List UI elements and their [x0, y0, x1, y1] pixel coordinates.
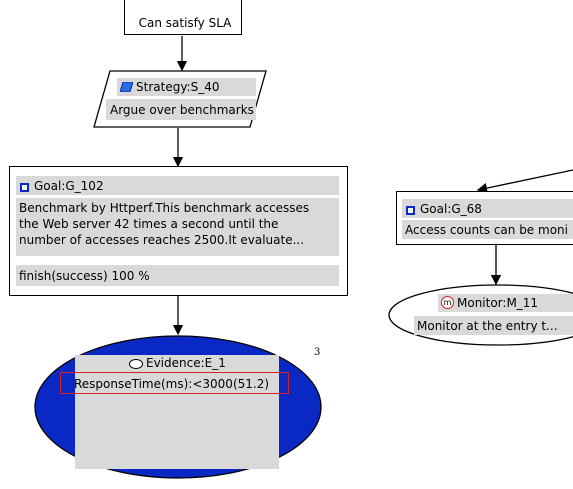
evidence-node[interactable]: Evidence:E_1 ResponseTime(ms):<3000(51.2…: [33, 334, 323, 480]
goal68-header: [402, 199, 573, 218]
goal102-title: Goal:G_102: [34, 179, 104, 193]
goal-square-icon: [20, 180, 32, 194]
goal102-body-bg: [16, 198, 339, 256]
evidence-title: Evidence:E_1: [146, 356, 226, 370]
goal102-status-bg: [16, 265, 339, 286]
sla-text: Can satisfy SLA: [138, 16, 232, 30]
evidence-oval-icon: [129, 359, 143, 369]
monitor-node[interactable]: m Monitor:M_11 Monitor at the entry t...: [388, 284, 573, 346]
evidence-badge: 3: [314, 347, 321, 358]
monitor-title: Monitor:M_11: [457, 296, 539, 310]
goal-node-g68[interactable]: Goal:G_68 Access counts can be moni: [396, 191, 573, 245]
evidence-text: ResponseTime(ms):<3000(51.2): [74, 377, 270, 391]
monitor-header: [438, 294, 573, 312]
goal68-body-bg: [402, 220, 573, 239]
goal-node-sla[interactable]: Can satisfy SLA: [124, 0, 242, 35]
strategy-title: Strategy:S_40: [136, 80, 220, 94]
goal68-title: Goal:G_68: [420, 202, 482, 216]
evidence-title-bg: [125, 355, 279, 373]
edge-incoming-goal68: [476, 169, 573, 194]
monitor-body-bg: [414, 316, 573, 335]
evidence-panel: [75, 355, 279, 469]
monitor-m-icon: m: [441, 296, 454, 309]
strategy-icon: [119, 81, 134, 93]
goal-node-g102[interactable]: Goal:G_102 Benchmark by Httperf.This ben…: [9, 166, 348, 296]
goal102-status: finish(success) 100 %: [19, 269, 150, 283]
strategy-text: Argue over benchmarks: [110, 103, 254, 117]
monitor-text: Monitor at the entry t...: [417, 319, 558, 333]
strategy-body-bg: [106, 99, 256, 120]
goal-square-icon: [406, 203, 418, 217]
goal102-text: Benchmark by Httperf.This benchmark acce…: [19, 201, 310, 247]
goal68-text: Access counts can be moni: [405, 223, 568, 237]
evidence-highlight-box: [60, 372, 289, 394]
strategy-header: [117, 78, 256, 96]
goal102-header: [16, 176, 339, 195]
strategy-node[interactable]: Strategy:S_40 Argue over benchmarks: [93, 70, 267, 128]
